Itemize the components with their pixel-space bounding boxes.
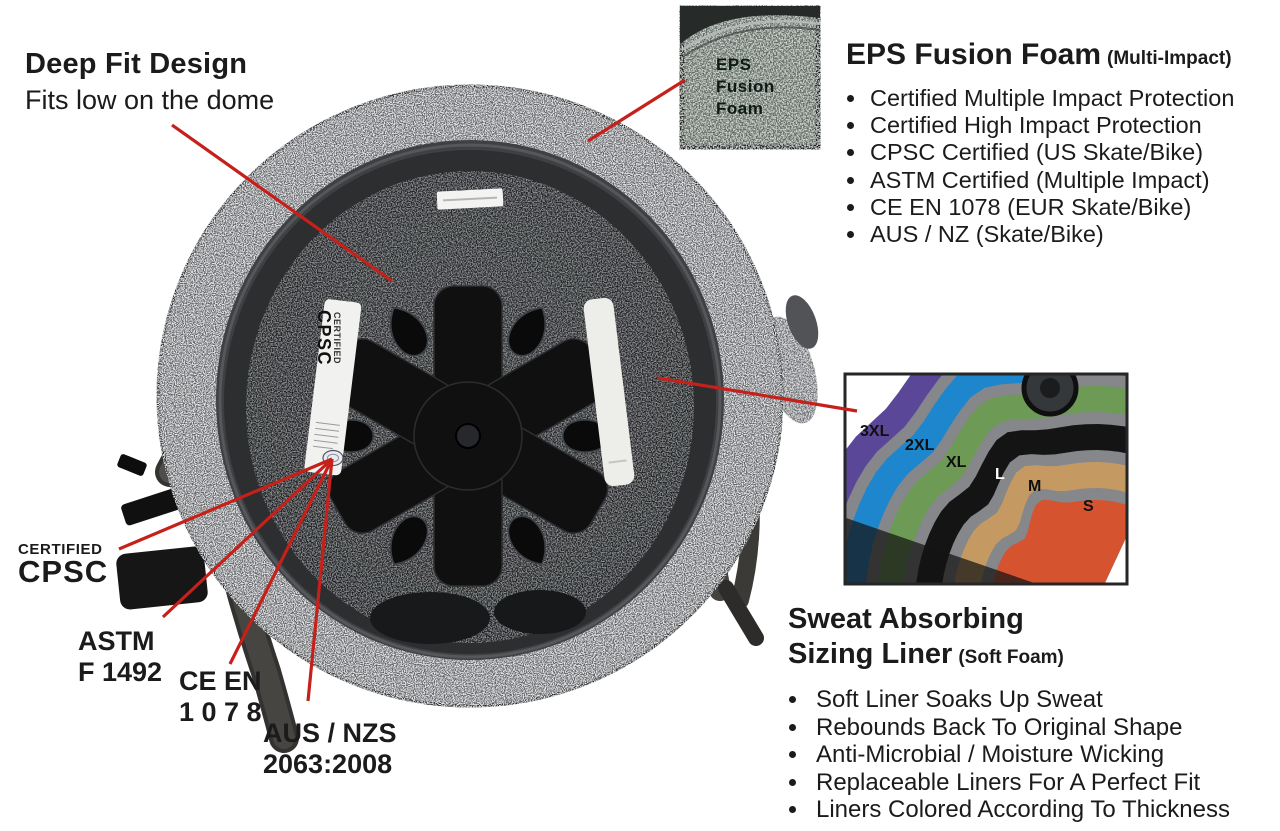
- callout-deep-fit: [171, 123, 393, 283]
- eps-section-title: EPS Fusion Foam(Multi-Impact): [846, 38, 1232, 71]
- sizing-bullet: Replaceable Liners For A Perfect Fit: [810, 769, 1280, 797]
- helmet-photo: CERTIFIED CPSC: [116, 84, 819, 753]
- liner-size-3xl: 3XL: [860, 423, 890, 440]
- liner-stack: [846, 375, 1126, 583]
- sticker-cpsc-text: CPSC: [314, 310, 334, 366]
- sticker-right: [583, 297, 635, 487]
- eps-section: EPS Fusion Foam(Multi-Impact) Certified …: [846, 38, 1276, 248]
- liner-size-2xl: 2XL: [905, 437, 935, 454]
- inset-label-fusion: Fusion: [716, 77, 775, 96]
- liner-size-m: M: [1028, 478, 1041, 495]
- sizing-bullet-list: Soft Liner Soaks Up Sweat Rebounds Back …: [788, 686, 1280, 824]
- sizing-bullet: Anti-Microbial / Moisture Wicking: [810, 741, 1280, 769]
- liner-image: 3XL 2XL XL L M S: [843, 372, 1129, 586]
- eps-section-qualifier: (Multi-Impact): [1107, 48, 1232, 69]
- liner-size-xl: XL: [946, 454, 967, 471]
- inset-label-foam: Foam: [716, 99, 763, 118]
- cert-label-ceen: CE EN 1 0 7 8: [179, 666, 262, 727]
- callout-lines: [118, 78, 858, 702]
- deep-fit-title: Deep Fit Design: [25, 48, 248, 80]
- strap-buckle-left: [116, 454, 208, 610]
- sticker-certified-text: CERTIFIED: [332, 312, 342, 364]
- pad-center-hole: [455, 423, 481, 449]
- liner-size-s: S: [1083, 498, 1094, 515]
- eps-bullet-list: Certified Multiple Impact Protection Cer…: [846, 85, 1276, 248]
- sticker-top: [436, 188, 504, 210]
- eps-bullet: Certified Multiple Impact Protection: [868, 85, 1276, 112]
- eps-inset-image: EPS Fusion Foam: [679, 5, 821, 150]
- sizing-section-title-line1: Sweat Absorbing: [788, 603, 1024, 635]
- eps-bullet: ASTM Certified (Multiple Impact): [868, 167, 1276, 194]
- inset-label-eps: EPS: [716, 55, 752, 74]
- sizing-bullet: Liners Colored According To Thickness: [810, 796, 1280, 824]
- liner-size-l: L: [995, 466, 1005, 483]
- eps-bullet: Certified High Impact Protection: [868, 112, 1276, 139]
- cert-label-astm: ASTM F 1492: [78, 626, 163, 687]
- sizing-bullet: Rebounds Back To Original Shape: [810, 714, 1280, 742]
- callout-ceen: [228, 458, 334, 665]
- sizing-bullet: Soft Liner Soaks Up Sweat: [810, 686, 1280, 714]
- sizing-section-title-line2: Sizing Liner(Soft Foam): [788, 638, 1064, 670]
- sizing-section: Sweat Absorbing Sizing Liner(Soft Foam) …: [788, 602, 1280, 824]
- cert-label-cpsc: CERTIFIED CPSC: [18, 541, 109, 589]
- callout-astm: [161, 457, 334, 619]
- deep-fit-label: Deep Fit Design Fits low on the dome: [25, 48, 274, 116]
- foam-pad: [318, 285, 618, 587]
- callout-eps-inset: [587, 78, 686, 143]
- callout-aus: [306, 458, 334, 702]
- sizing-section-qualifier: (Soft Foam): [958, 647, 1064, 668]
- eps-bullet: CE EN 1078 (EUR Skate/Bike): [868, 194, 1276, 221]
- callout-liner: [657, 376, 858, 413]
- eps-bullet: AUS / NZ (Skate/Bike): [868, 221, 1276, 248]
- callout-cpsc: [118, 457, 333, 551]
- deep-fit-subtitle: Fits low on the dome: [25, 85, 275, 115]
- eps-bullet: CPSC Certified (US Skate/Bike): [868, 139, 1276, 166]
- cert-label-aus: AUS / NZS 2063:2008: [263, 718, 397, 779]
